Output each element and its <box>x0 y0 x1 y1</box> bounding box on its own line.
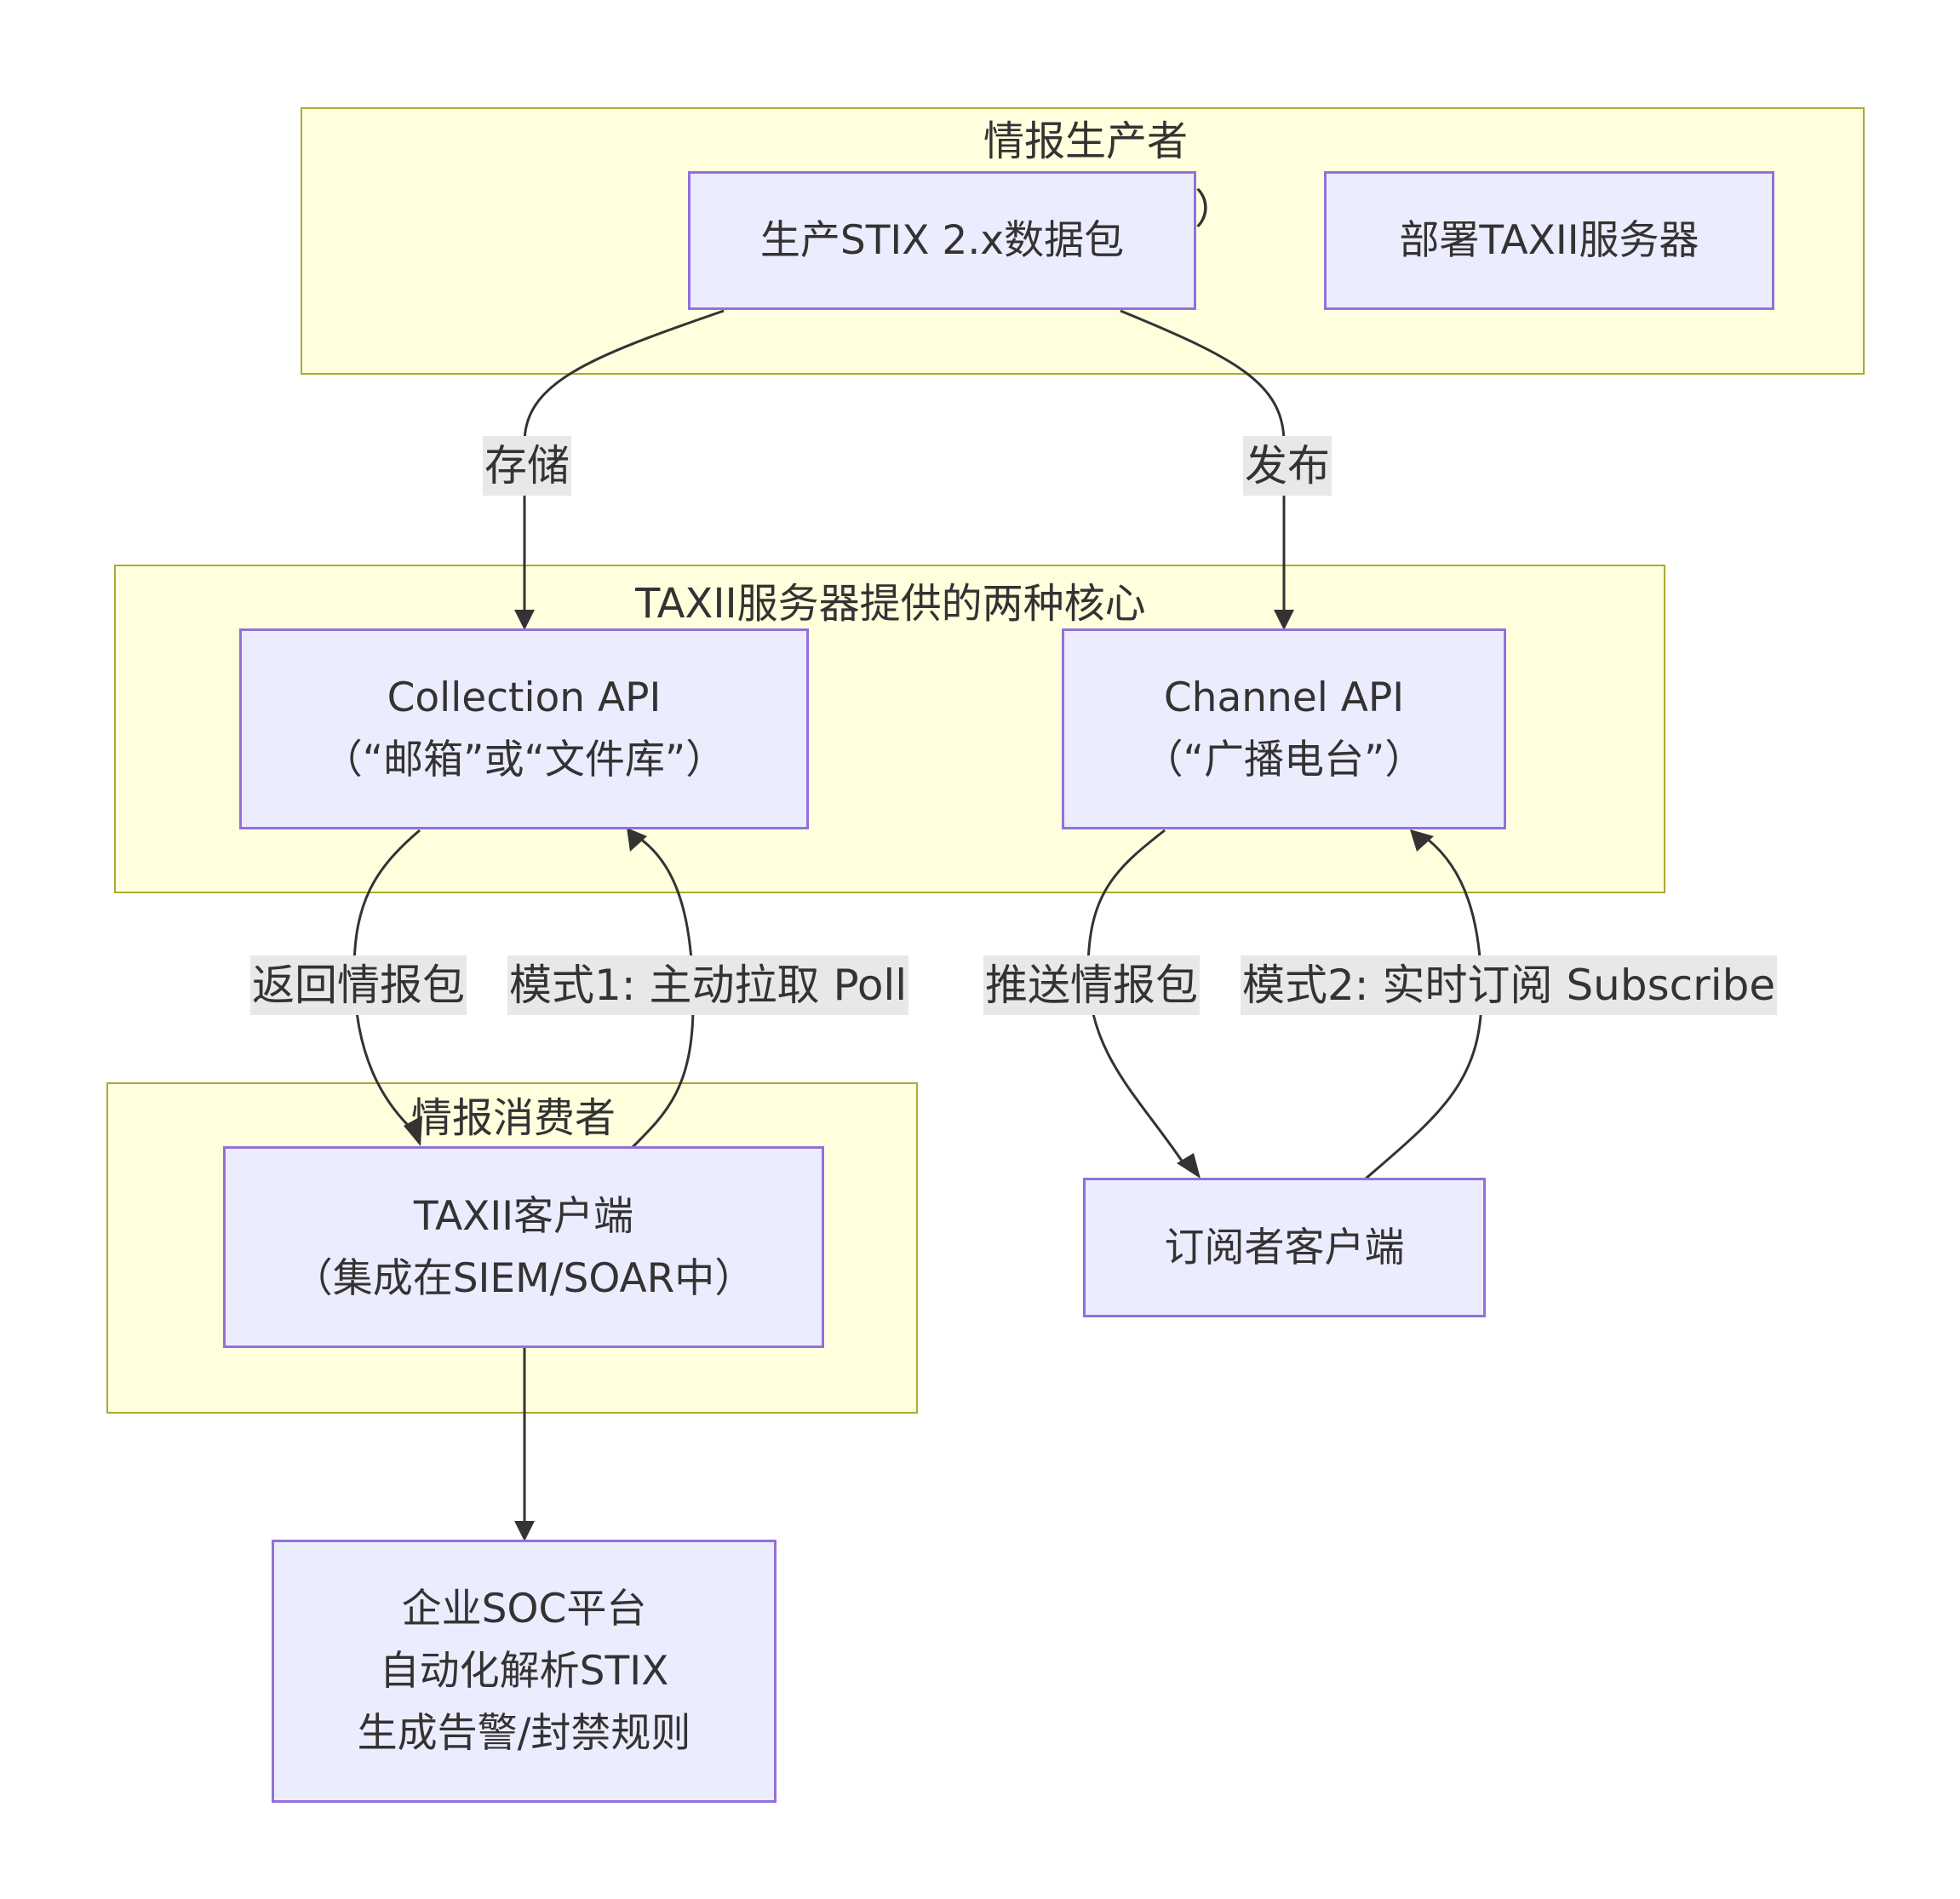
node-soc-platform-line3: 生成告警/封禁规则 <box>357 1710 691 1757</box>
node-soc-platform-line1: 企业SOC平台 <box>401 1586 647 1632</box>
node-subscriber-client-label: 订阅者客户端 <box>1164 1224 1405 1271</box>
arrow-store <box>514 610 535 630</box>
node-taxii-client-title: TAXII客户端 <box>413 1192 634 1240</box>
cluster-title-consumer: 情报消费者 <box>411 1094 616 1142</box>
node-taxii-client[interactable]: TAXII客户端 （集成在SIEM/SOAR中） <box>223 1146 824 1348</box>
edge-label-store: 存储 <box>483 436 571 496</box>
node-deploy-taxii-server[interactable]: 部署TAXII服务器 <box>1324 171 1774 310</box>
arrow-client-to-soc <box>514 1521 535 1541</box>
edge-label-push-packet: 推送情报包 <box>983 955 1200 1015</box>
edge-publish <box>1120 309 1286 613</box>
edge-label-mode2-subscribe: 模式2: 实时订阅 Subscribe <box>1241 955 1778 1015</box>
arrow-mode1-poll <box>627 828 647 852</box>
edge-label-return-packet: 返回情报包 <box>250 955 467 1015</box>
edge-label-publish: 发布 <box>1243 436 1332 496</box>
node-collection-api[interactable]: Collection API （“邮箱”或“文件库”） <box>239 628 809 829</box>
edge-store <box>523 309 725 613</box>
arrow-mode2-subscribe <box>1410 829 1434 852</box>
arrow-return-packet <box>404 1116 422 1146</box>
node-soc-platform[interactable]: 企业SOC平台 自动化解析STIX 生成告警/封禁规则 <box>272 1540 777 1803</box>
arrow-push-packet <box>1177 1153 1201 1179</box>
node-deploy-taxii-label: 部署TAXII服务器 <box>1399 217 1699 264</box>
node-taxii-client-subtitle: （集成在SIEM/SOAR中） <box>292 1254 755 1302</box>
arrow-publish <box>1274 610 1294 630</box>
cluster-title-taxii-server: TAXII服务器提供的两种核心服 <box>635 580 1146 628</box>
node-soc-platform-line2: 自动化解析STIX <box>379 1648 669 1695</box>
node-produce-stix-label: 生产STIX 2.x数据包 <box>759 217 1125 264</box>
node-channel-api[interactable]: Channel API （“广播电台”） <box>1062 628 1506 829</box>
node-collection-api-title: Collection API <box>387 674 662 721</box>
cluster-title-producer: 情报生产者 <box>983 118 1189 165</box>
node-collection-api-subtitle: （“邮箱”或“文件库”） <box>322 737 726 783</box>
node-channel-api-subtitle: （“广播电台”） <box>1143 737 1425 783</box>
node-produce-stix[interactable]: 生产STIX 2.x数据包 <box>688 171 1196 310</box>
edge-label-mode1-poll: 模式1: 主动拉取 Poll <box>507 955 909 1015</box>
node-channel-api-title: Channel API <box>1163 674 1405 721</box>
node-subscriber-client[interactable]: 订阅者客户端 <box>1083 1178 1486 1317</box>
